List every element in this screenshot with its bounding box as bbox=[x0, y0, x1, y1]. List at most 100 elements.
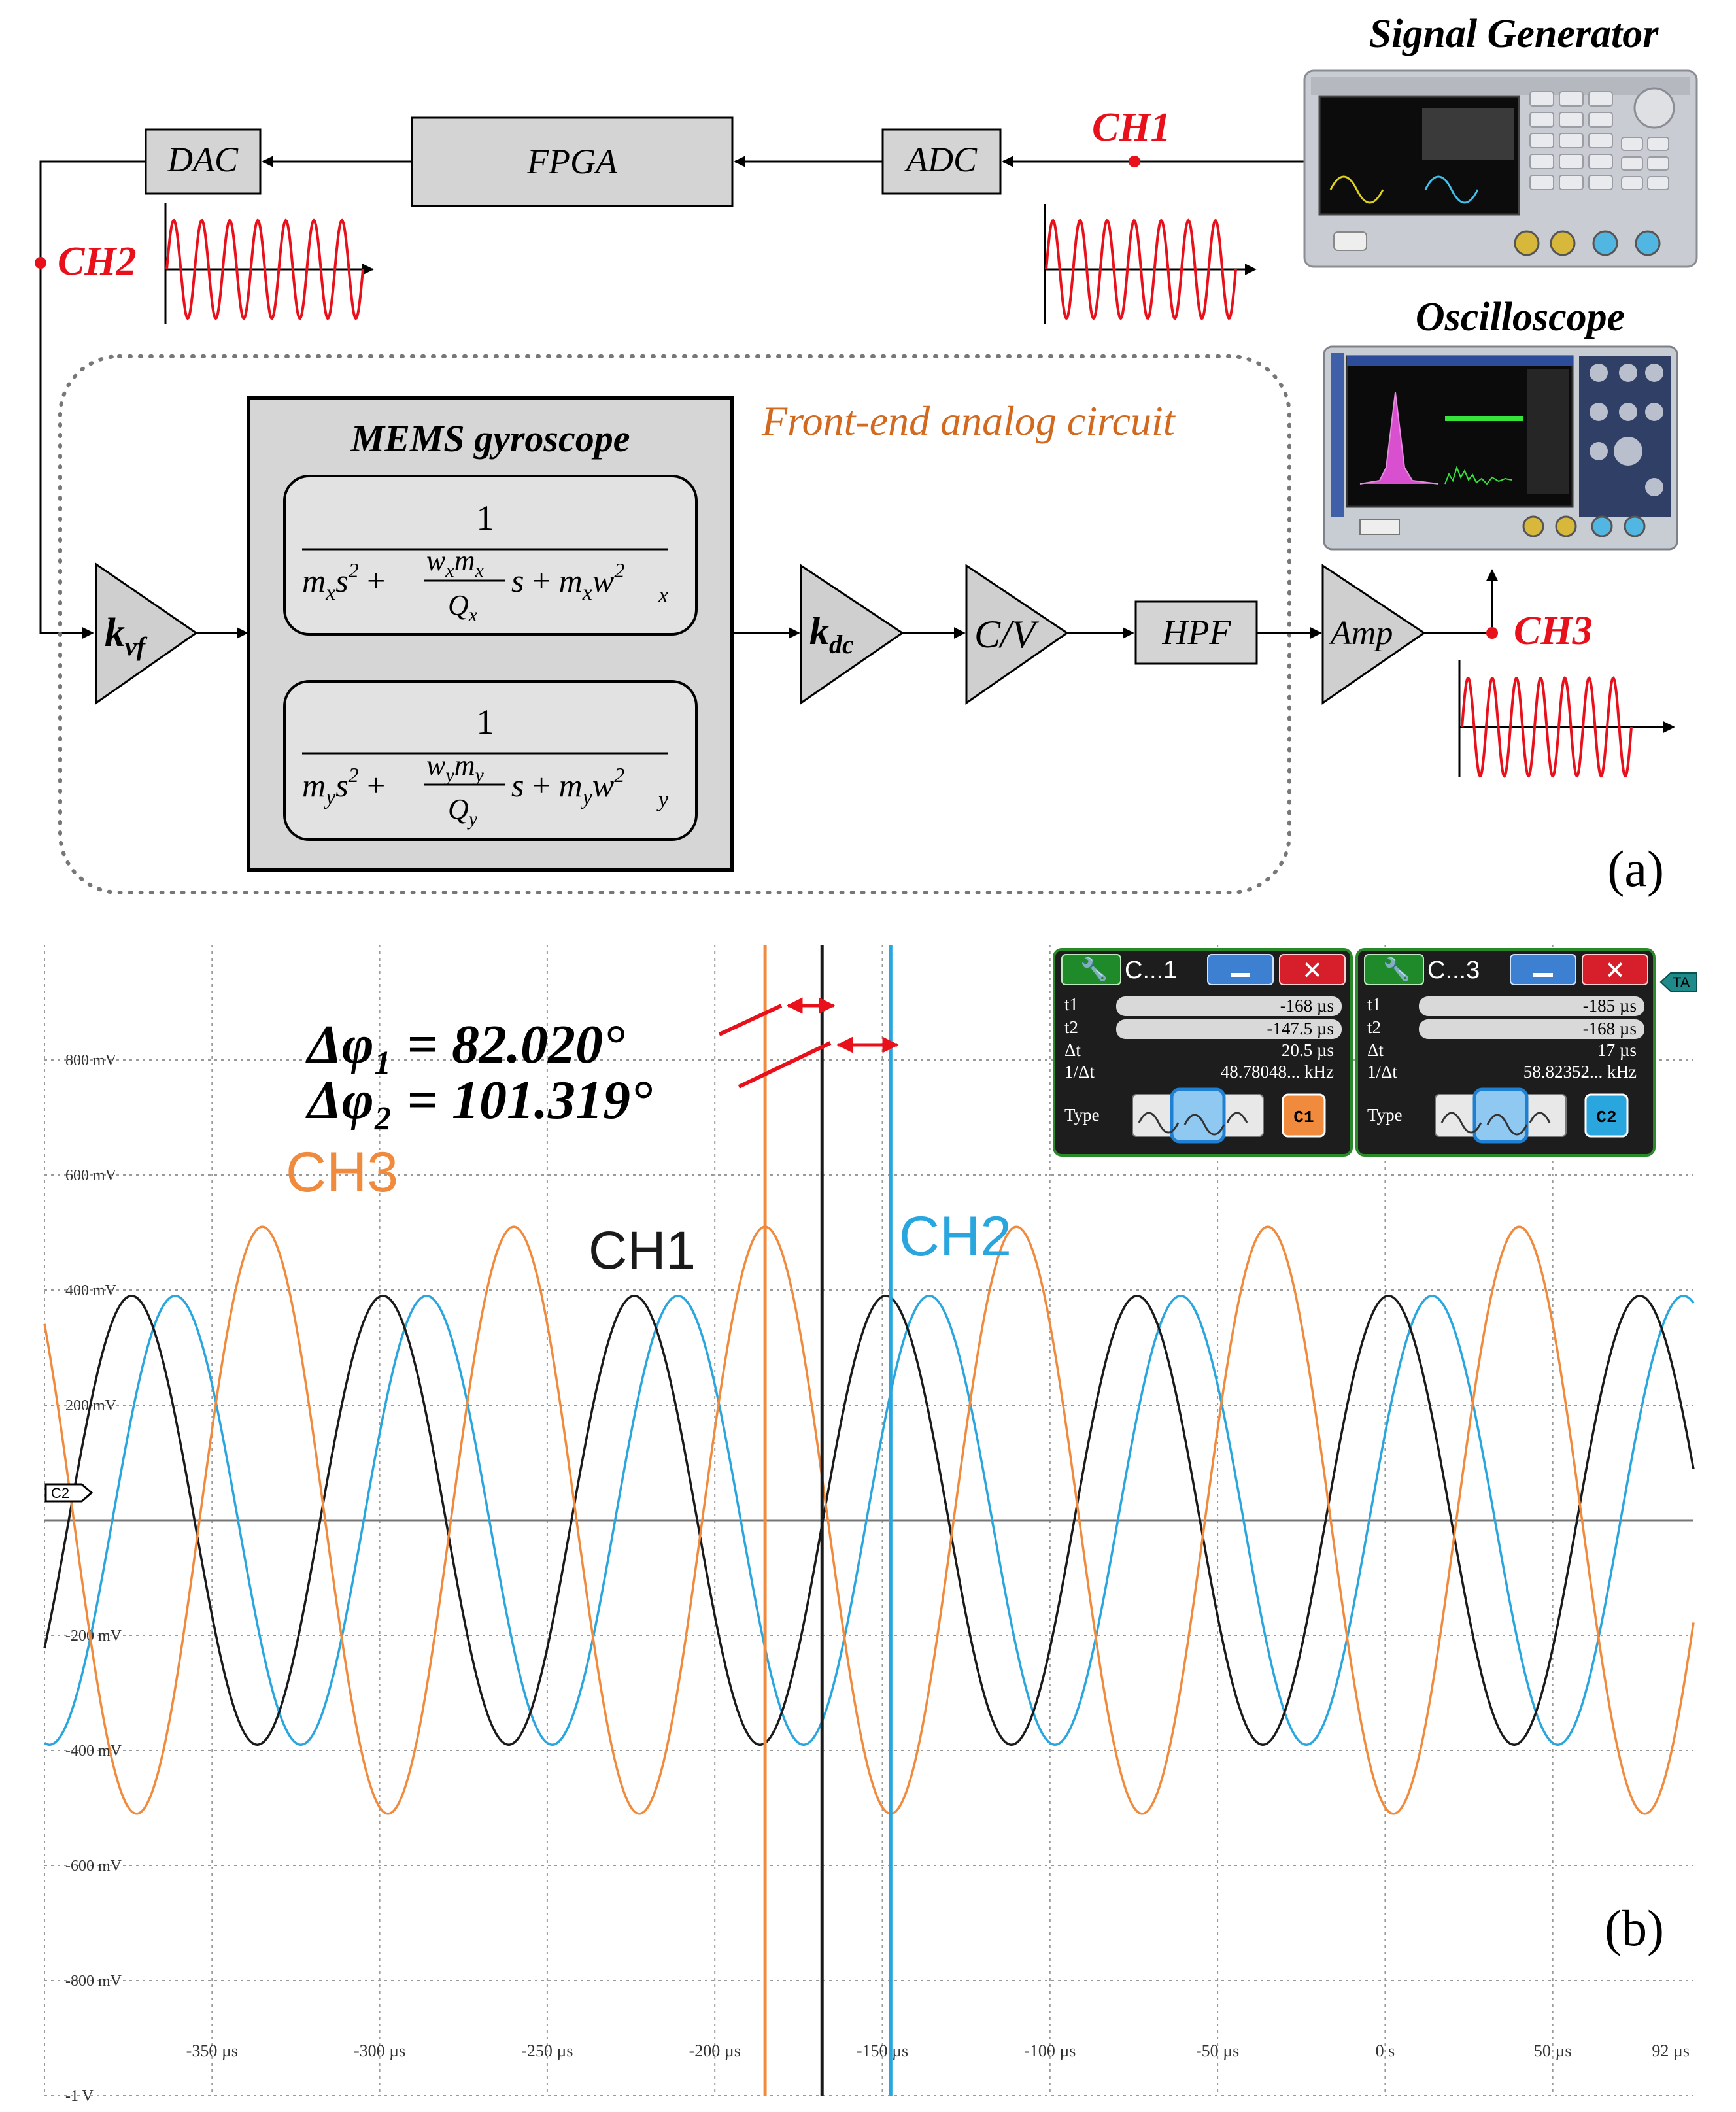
dac-label: DAC bbox=[167, 140, 239, 179]
tf-y-numerator: 1 bbox=[477, 702, 494, 741]
svg-text:t2: t2 bbox=[1367, 1017, 1381, 1037]
minimize-icon bbox=[1533, 973, 1553, 977]
x-tick-label: -50 µs bbox=[1196, 2041, 1239, 2060]
x-tick-label: 50 µs bbox=[1534, 2041, 1572, 2060]
svg-text:wymy: wymy bbox=[426, 749, 484, 786]
panel-a-label: (a) bbox=[1607, 840, 1664, 897]
cursor-panel-2-t1: -185 µs bbox=[1583, 996, 1637, 1015]
adc-block bbox=[881, 128, 1002, 195]
cursor-panel-2-invdt: 58.82352... kHz bbox=[1523, 1062, 1637, 1082]
c2-offset-marker[interactable]: C2 bbox=[44, 1483, 94, 1503]
cursor-panel-1-invdt: 48.78048... kHz bbox=[1221, 1062, 1334, 1082]
dphi1-leader bbox=[718, 1004, 783, 1036]
x-tick-label: -250 µs bbox=[521, 2041, 573, 2060]
cursor-panel-1-t1: -168 µs bbox=[1280, 996, 1334, 1015]
x-tick-label: 92 µs bbox=[1652, 2041, 1690, 2060]
tf-x-denominator: mxs2 + wxmx Qx s + mxw2 x bbox=[302, 545, 668, 626]
y-tick-label: -400 mV bbox=[65, 1743, 122, 1760]
adc-label: ADC bbox=[904, 140, 978, 179]
cursor-panel-1-close-button[interactable] bbox=[1279, 954, 1346, 985]
cursor-panel-2-settings-button[interactable] bbox=[1364, 954, 1424, 985]
output-amplifier bbox=[1321, 564, 1426, 705]
front-end-region bbox=[58, 354, 1291, 894]
svg-text:TA: TA bbox=[1673, 974, 1690, 991]
fpga-block bbox=[411, 116, 734, 207]
ch3-node bbox=[1486, 627, 1498, 639]
kvf-label: kvf bbox=[105, 611, 148, 661]
y-tick-label: 800 mV bbox=[65, 1052, 117, 1069]
cursor-panel-2-dt: 17 µs bbox=[1597, 1040, 1637, 1060]
svg-text:1/Δt: 1/Δt bbox=[1367, 1062, 1397, 1082]
scope-cursors bbox=[763, 945, 893, 2096]
cursor-panel-2-source-badge[interactable] bbox=[1584, 1093, 1629, 1138]
x-tick-label: -350 µs bbox=[186, 2041, 238, 2060]
cursor-panel-2: 🔧 C...3 ✕ t1 -185 µs t2 -168 µs Δt 17 µs… bbox=[1355, 948, 1656, 1157]
dphi2-leader bbox=[738, 1041, 832, 1089]
panel-b-label: (b) bbox=[1605, 1899, 1664, 1956]
svg-text:C1: C1 bbox=[1293, 1108, 1314, 1127]
cursor-panel-2-t2: -168 µs bbox=[1583, 1019, 1637, 1038]
cursor-panel-2-close-button[interactable] bbox=[1582, 954, 1648, 985]
cursor-panel-1-source-badge[interactable] bbox=[1282, 1093, 1326, 1138]
cursor-panel-1-t2: -147.5 µs bbox=[1267, 1019, 1334, 1038]
mems-gyro-title: MEMS gyroscope bbox=[350, 417, 630, 460]
ch3-trace-label: CH3 bbox=[286, 1141, 398, 1204]
close-icon: ✕ bbox=[1605, 957, 1625, 985]
signal-generator-title: Signal Generator bbox=[1369, 12, 1659, 56]
cursor-panel-1-minimize-button[interactable] bbox=[1207, 954, 1274, 985]
svg-text:y: y bbox=[656, 788, 669, 812]
ch3-waveform-thumb bbox=[1458, 660, 1675, 778]
svg-text:mys2 +: mys2 + bbox=[302, 763, 385, 809]
cursor-panel-1-type-selector[interactable] bbox=[1132, 1087, 1264, 1144]
wrench-icon: 🔧 bbox=[1383, 956, 1410, 982]
signal-generator-image bbox=[1303, 69, 1698, 268]
tf-x-box bbox=[283, 475, 698, 636]
y-tick-label: -600 mV bbox=[65, 1858, 122, 1875]
dphi1-text: Δφ₁ = 82.020° bbox=[305, 1014, 625, 1075]
svg-text:Qx: Qx bbox=[448, 589, 478, 626]
oscilloscope-image bbox=[1323, 345, 1678, 551]
trace-ch3 bbox=[43, 1225, 1695, 1815]
cursor-panel-1-settings-button[interactable] bbox=[1061, 954, 1121, 985]
ta-marker[interactable]: TA bbox=[1659, 972, 1697, 992]
ch3-label: CH3 bbox=[1514, 609, 1593, 653]
cursor-panel-2-minimize-button[interactable] bbox=[1510, 954, 1576, 985]
x-tick-label: -100 µs bbox=[1024, 2041, 1076, 2060]
svg-text:1/Δt: 1/Δt bbox=[1064, 1062, 1095, 1082]
amp-label: Amp bbox=[1329, 615, 1393, 652]
scope-traces bbox=[43, 1225, 1695, 1815]
x-tick-label: -200 µs bbox=[689, 2041, 741, 2060]
ch1-trace-label: CH1 bbox=[588, 1221, 696, 1280]
svg-text:Type: Type bbox=[1367, 1105, 1403, 1125]
cursor-panel-1-dt: 20.5 µs bbox=[1282, 1040, 1334, 1060]
ch1-label: CH1 bbox=[1092, 105, 1171, 150]
minimize-icon bbox=[1231, 973, 1250, 977]
svg-text:t2: t2 bbox=[1064, 1017, 1078, 1037]
hpf-label: HPF bbox=[1162, 613, 1232, 652]
y-tick-label: -1 V bbox=[65, 2088, 94, 2105]
cursor-panel-2-title: C...3 bbox=[1427, 957, 1480, 984]
svg-text:Δt: Δt bbox=[1064, 1040, 1081, 1060]
cursor-panel-2-type-selector[interactable] bbox=[1435, 1087, 1567, 1144]
cursor-panel-1-title: C...1 bbox=[1125, 957, 1177, 984]
kdc-label: kdc bbox=[809, 609, 854, 659]
kvf-amplifier bbox=[95, 562, 198, 705]
ch2-trace-label: CH2 bbox=[899, 1205, 1012, 1268]
oscilloscope-title: Oscilloscope bbox=[1416, 295, 1625, 339]
svg-text:C2: C2 bbox=[1596, 1108, 1616, 1127]
panel-a: DAC FPGA ADC CH1 CH2 Front-end analog ci… bbox=[35, 12, 1698, 897]
front-end-label: Front-end analog circuit bbox=[761, 398, 1176, 444]
svg-text:s + myw2: s + myw2 bbox=[511, 763, 624, 809]
kdc-amplifier bbox=[800, 564, 904, 705]
hpf-block bbox=[1134, 600, 1258, 665]
tf-x-numerator: 1 bbox=[477, 498, 494, 537]
x-tick-label: -300 µs bbox=[354, 2041, 405, 2060]
tf-y-box bbox=[283, 680, 698, 841]
trace-ch1 bbox=[43, 1295, 1695, 1746]
ch1-node bbox=[1129, 156, 1140, 167]
y-tick-label: -200 mV bbox=[65, 1627, 122, 1644]
svg-text:t1: t1 bbox=[1064, 995, 1078, 1014]
svg-text:C2: C2 bbox=[51, 1485, 69, 1501]
